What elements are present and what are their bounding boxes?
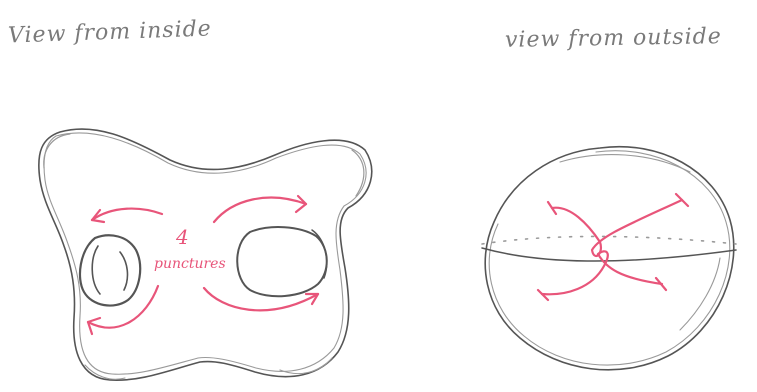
outside-ellipsoid-outline <box>485 147 734 370</box>
inside-arrow-top-right-head <box>296 196 306 212</box>
outside-view-figure <box>482 147 736 370</box>
outside-ellipsoid-outline-pass <box>489 151 730 365</box>
outside-shading <box>560 155 720 330</box>
inside-view-figure: 4 punctures <box>39 129 372 380</box>
right-puncture-hole <box>237 227 327 296</box>
right-puncture-hole-inner <box>312 230 327 278</box>
inside-arrow-top-left <box>92 209 162 220</box>
outside-equator-back <box>482 236 736 244</box>
outside-path-end-marks <box>538 194 688 300</box>
left-puncture-hole <box>80 235 140 305</box>
outside-equator-front <box>482 248 736 261</box>
punctures-label: punctures <box>154 256 226 272</box>
punctures-count: 4 <box>175 225 189 249</box>
inside-surface-outline <box>39 129 372 380</box>
inside-arrow-top-right <box>214 198 306 222</box>
inside-arrow-bottom-right <box>204 288 318 310</box>
outside-path-lower <box>542 251 662 294</box>
outside-path-upper <box>552 200 682 256</box>
left-puncture-hole-inner <box>92 246 127 294</box>
